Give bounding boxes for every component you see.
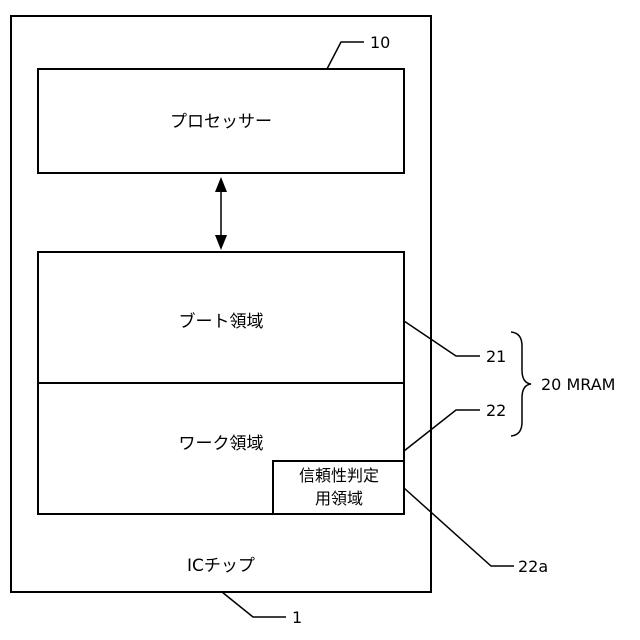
ic-chip-label: ICチップ xyxy=(187,556,255,576)
reliability-area-label-line2: 用領域 xyxy=(315,489,363,508)
chip-ref-leader xyxy=(222,592,286,617)
boot-area-ref-number: 21 xyxy=(486,347,506,366)
bus-arrow-head-down xyxy=(215,235,227,250)
boot-area-ref-leader xyxy=(404,321,480,356)
reliability-area-ref-number: 22a xyxy=(518,557,548,576)
chip-ref-number: 1 xyxy=(292,608,302,627)
work-area-label: ワーク領域 xyxy=(179,434,264,454)
processor-ref-leader xyxy=(327,42,364,69)
mram-brace xyxy=(511,332,531,436)
mram-ref-label: 20 MRAM xyxy=(541,375,615,394)
work-area-ref-leader xyxy=(404,410,480,451)
boot-area-label: ブート領域 xyxy=(179,311,264,332)
reliability-area-ref-leader xyxy=(404,488,514,566)
processor-label: プロセッサー xyxy=(170,112,272,132)
processor-ref-number: 10 xyxy=(370,33,390,52)
bus-arrow-head-up xyxy=(215,177,227,192)
ic-chip-box xyxy=(11,16,431,592)
work-area-ref-number: 22 xyxy=(486,401,506,420)
reliability-area-label-line1: 信頼性判定 xyxy=(299,466,379,485)
